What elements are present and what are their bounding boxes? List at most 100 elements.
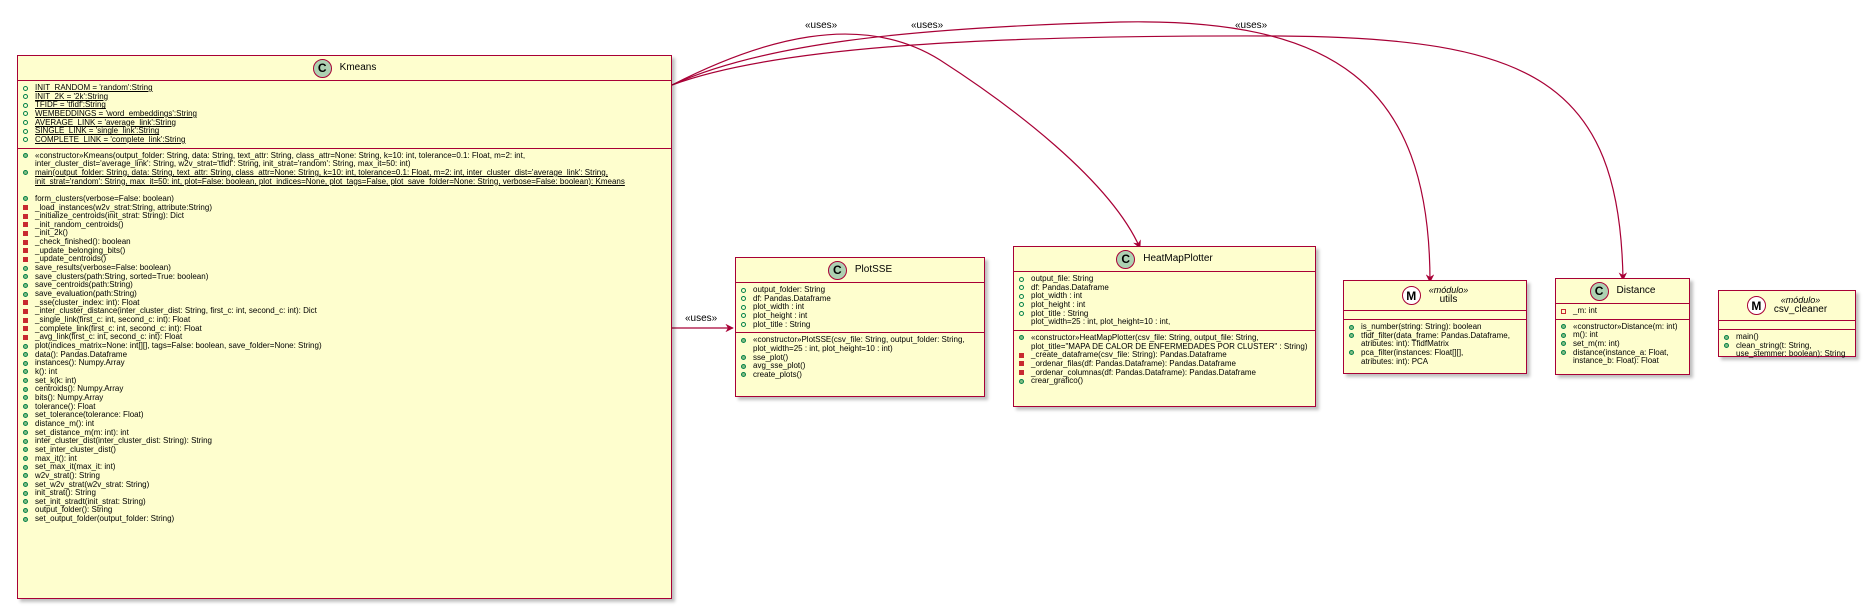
method-row[interactable]: save_results(verbose=False: boolean) [22,263,667,273]
method-row[interactable]: crear_grafico() [1018,376,1311,386]
method-row[interactable]: set_distance_m(m: int): int [22,428,667,438]
module-utils[interactable]: M«módulo»utils is_number(string: String)… [1343,280,1527,374]
method-row[interactable]: «constructor»HeatMapPlotter(csv_file: St… [1018,333,1311,343]
method-row[interactable]: clean_string(t: String, [1723,341,1851,351]
method-row[interactable]: bits(): Numpy.Array [22,393,667,403]
method-row[interactable]: _inter_cluster_distance(inter_cluster_di… [22,307,667,316]
method-row[interactable]: sse_plot() [740,353,980,363]
method-row[interactable]: set_max_it(max_it: int) [22,462,667,472]
method-row[interactable]: centroids(): Numpy.Array [22,384,667,394]
public-visibility-icon [1019,311,1024,317]
attribute-row[interactable]: INIT_2K = '2k':String [22,91,667,102]
method-row[interactable]: use_stemmer: boolean): String [1723,349,1851,359]
attribute-row[interactable]: AVERAGE_LINK = 'average_link':String [22,118,667,128]
method-row[interactable]: distance(instance_a: Float, [1560,348,1685,358]
method-row[interactable]: instance_b: Float): Float [1560,356,1685,366]
method-row[interactable]: avg_sse_plot() [740,361,980,371]
method-row[interactable]: main() [1723,332,1851,342]
method-row[interactable]: _single_link(first_c: int, second_c: int… [22,315,667,325]
method-row[interactable]: «constructor»PlotSSE(csv_file: String, o… [740,335,980,345]
method-row[interactable]: m(): int [1560,330,1685,340]
method-row[interactable]: output_folder(): String [22,506,667,515]
method-row[interactable]: set_m(m: int) [1560,339,1685,349]
method-row[interactable]: w2v_strat(): String [22,471,667,481]
method-row[interactable]: init_strat='random': String, max_it=50: … [22,177,667,187]
attribute-row[interactable]: plot_width=25 : int, plot_height=10 : in… [1018,317,1311,327]
method-row[interactable]: _load_instances(w2v_strat:String, attrib… [22,203,667,213]
uses-arrow-heatmap [671,33,1141,249]
attribute-row[interactable]: COMPLETE_LINK = 'complete_link':String [22,135,667,145]
method-row[interactable]: distance_m(): int [22,419,667,429]
method-row[interactable]: atributes: int): PCA [1348,357,1522,367]
member-text: INIT_2K = '2k':String [35,91,109,101]
module-csv-cleaner[interactable]: M«módulo»csv_cleaner main()clean_string(… [1718,290,1856,359]
methods-section: «constructor»PlotSSE(csv_file: String, o… [736,332,984,382]
method-row[interactable]: pca_filter(instances: Float[][], [1348,348,1522,358]
method-row[interactable]: _update_centroids() [22,255,667,264]
method-row[interactable]: _sse(cluster_index: int): Float [22,298,667,308]
method-row[interactable]: set_inter_cluster_dist() [22,445,667,455]
attribute-row[interactable]: output_folder: String [740,285,980,295]
attribute-row[interactable]: WEMBEDDINGS = 'word_embeddings':String [22,109,667,119]
method-row[interactable]: save_evaluation(path:String) [22,289,667,299]
method-row[interactable]: _check_finished(): boolean [22,237,667,247]
attribute-row[interactable]: SINGLE_LINK = 'single_link':String [22,126,667,136]
method-row[interactable]: set_tolerance(tolerance: Float) [22,410,667,420]
attribute-row[interactable]: output_file: String [1018,274,1311,284]
member-text: _create_dataframe(csv_file: String): Pan… [1031,350,1227,360]
attribute-row[interactable]: df: Pandas.Dataframe [1018,283,1311,293]
member-text: set_k(k: int) [35,375,77,385]
method-row[interactable]: _avg_link(first_c: int, second_c: int): … [22,333,667,342]
attribute-row[interactable]: INIT_RANDOM = 'random':String [22,83,667,93]
method-row[interactable]: _ordenar_columnas(df: Pandas.Dataframe):… [1018,368,1311,378]
member-text: plot_height : int [1031,299,1086,309]
attribute-row[interactable]: TFIDF = 'tfidf':String [22,100,667,110]
attribute-row[interactable]: _m: int [1560,306,1685,316]
method-row[interactable]: main(output_folder: String, data: String… [22,168,667,178]
method-row[interactable]: plot(indices_matrix=None: int[][], tags=… [22,341,667,351]
method-row[interactable]: tfidf_filter(data_frame: Pandas.Datafram… [1348,331,1522,341]
method-row[interactable]: _update_belonging_bits() [22,246,667,256]
method-row[interactable]: atributes: int): TfidfMatrix [1348,339,1522,349]
attribute-row[interactable]: df: Pandas.Dataframe [740,294,980,304]
method-row[interactable]: data(): Pandas.Dataframe [22,350,667,360]
class-name: Distance [1616,284,1656,296]
method-row[interactable]: «constructor»Kmeans(output_folder: Strin… [22,151,667,161]
attribute-row[interactable]: plot_width : int [740,302,980,312]
method-row[interactable]: plot_width=25 : int, plot_height=10 : in… [740,344,980,354]
public-visibility-icon [741,287,746,293]
method-row[interactable]: tolerance(): Float [22,402,667,412]
method-row[interactable]: save_centroids(path:String) [22,281,667,290]
method-row[interactable]: _init_2k() [22,229,667,238]
method-row[interactable]: instances(): Numpy.Array [22,359,667,368]
method-row[interactable]: «constructor»Distance(m: int) [1560,322,1685,332]
attribute-row[interactable]: plot_height : int [740,311,980,321]
method-row[interactable]: set_init_stradt(init_strat: String) [22,497,667,507]
method-row[interactable]: form_clusters(verbose=False: boolean) [22,194,667,204]
attribute-row[interactable]: plot_width : int [1018,291,1311,301]
method-row[interactable]: set_output_folder(output_folder: String) [22,514,667,524]
method-row[interactable]: _initialize_centroids(init_strat: String… [22,211,667,221]
attribute-row[interactable]: plot_title : String [740,320,980,330]
method-row[interactable]: is_number(string: String): boolean [1348,322,1522,332]
attribute-row[interactable]: plot_title : String [1018,309,1311,319]
method-row[interactable]: create_plots() [740,370,980,380]
method-row[interactable]: init_strat(): String [22,488,667,498]
method-row[interactable]: _ordenar_filas(df: Pandas.Dataframe): Pa… [1018,359,1311,369]
attribute-row[interactable]: plot_height : int [1018,299,1311,310]
method-row[interactable]: plot_title="MAPA DE CALOR DE ENFERMEDADE… [1018,342,1311,352]
method-row[interactable]: set_k(k: int) [22,375,667,386]
method-row[interactable]: _init_random_centroids() [22,220,667,230]
method-row[interactable]: _create_dataframe(csv_file: String): Pan… [1018,350,1311,360]
method-row[interactable]: _complete_link(first_c: int, second_c: i… [22,324,667,334]
method-row[interactable]: set_w2v_strat(w2v_strat: String) [22,480,667,490]
method-row[interactable]: inter_cluster_dist(inter_cluster_dist: S… [22,436,667,446]
method-row[interactable]: save_clusters(path:String, sorted=True: … [22,272,667,282]
method-row[interactable]: inter_cluster_dist='average_link': Strin… [22,159,667,169]
method-row[interactable]: max_it(): int [22,454,667,464]
method-row[interactable]: k(): int [22,367,667,377]
